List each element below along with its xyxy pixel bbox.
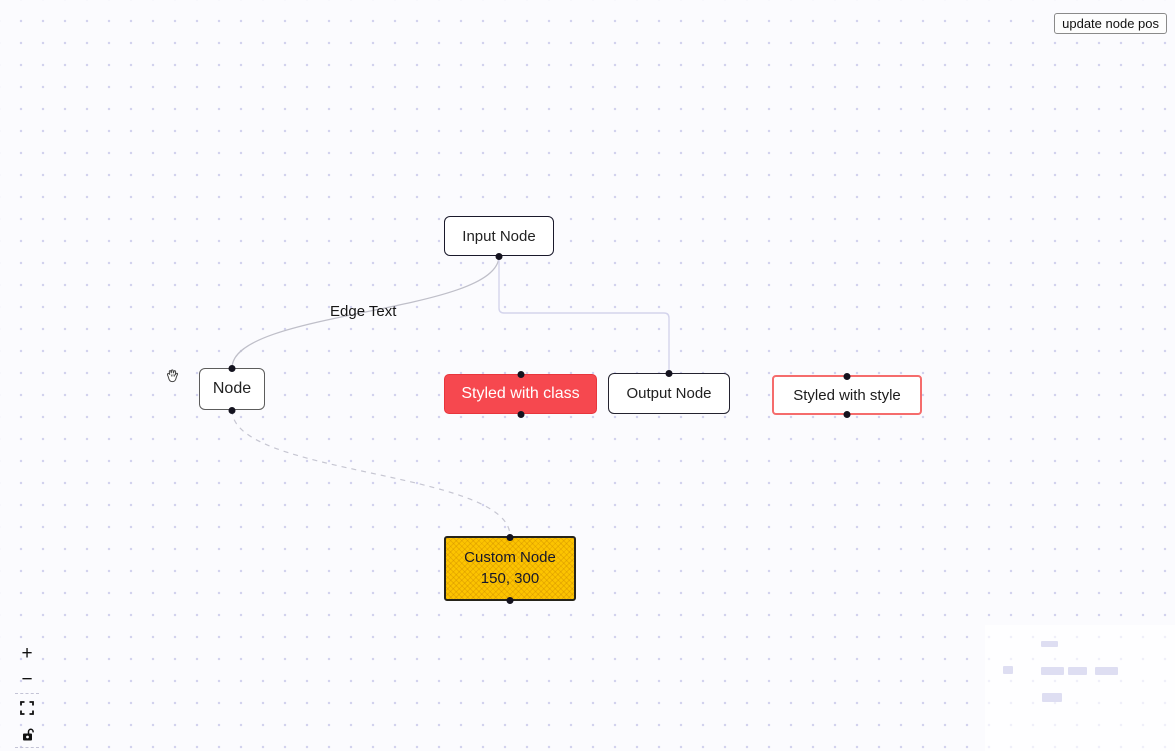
grab-hand-cursor-icon [166, 369, 179, 383]
minimap-node-default [1003, 666, 1013, 674]
plus-icon: + [21, 642, 33, 664]
node-custom-position: 150, 300 [480, 569, 540, 587]
node-styled-with-style-label: Styled with style [793, 386, 901, 404]
handle-source-bottom[interactable] [506, 596, 514, 604]
minimap-node-input [1041, 641, 1058, 647]
handle-source-bottom[interactable] [228, 406, 236, 414]
handle-target-top[interactable] [506, 533, 514, 541]
handle-target-top[interactable] [517, 370, 524, 378]
minimap[interactable] [985, 625, 1175, 751]
update-node-pos-button[interactable]: update node pos [1054, 13, 1167, 34]
edge-label: Edge Text [330, 303, 397, 320]
node-styled-with-style[interactable]: Styled with style [772, 372, 922, 418]
minus-icon: − [21, 669, 33, 690]
unlock-icon [22, 728, 34, 740]
node-default[interactable]: Node [199, 364, 265, 414]
minimap-node-custom [1042, 693, 1062, 702]
handle-target-top[interactable] [665, 369, 673, 377]
handle-source-bottom[interactable] [517, 410, 524, 418]
node-custom-label: Custom Node [464, 549, 556, 567]
zoom-in-button[interactable]: + [15, 640, 39, 667]
zoom-controls: + − [15, 640, 39, 748]
node-styled-with-class-label: Styled with class [461, 385, 580, 402]
minimap-node-output [1068, 667, 1087, 675]
edge-dashed-node-to-custom[interactable] [231, 409, 511, 537]
handle-target-top[interactable] [228, 364, 236, 372]
node-output-label: Output Node [626, 385, 712, 402]
minimap-node-styled-with-style [1095, 667, 1118, 675]
node-input-label: Input Node [462, 227, 536, 245]
fit-view-button[interactable] [15, 694, 39, 721]
fit-view-icon [20, 700, 34, 715]
node-output[interactable]: Output Node [608, 369, 730, 414]
lock-toggle-button[interactable] [15, 721, 39, 748]
handle-source-bottom[interactable] [495, 252, 503, 260]
handle-target-top[interactable] [843, 372, 851, 380]
edge-smoothstep-input-to-output[interactable] [498, 256, 670, 371]
node-custom[interactable]: Custom Node 150, 300 [444, 533, 576, 604]
zoom-out-button[interactable]: − [15, 667, 39, 694]
handle-source-bottom[interactable] [843, 410, 851, 418]
node-styled-with-class[interactable]: Styled with class [444, 370, 597, 418]
node-input[interactable]: Input Node [444, 216, 554, 260]
edge-bezier-input-to-node[interactable] [231, 255, 500, 369]
node-default-label: Node [212, 380, 252, 397]
minimap-node-styled-with-class [1041, 667, 1064, 675]
